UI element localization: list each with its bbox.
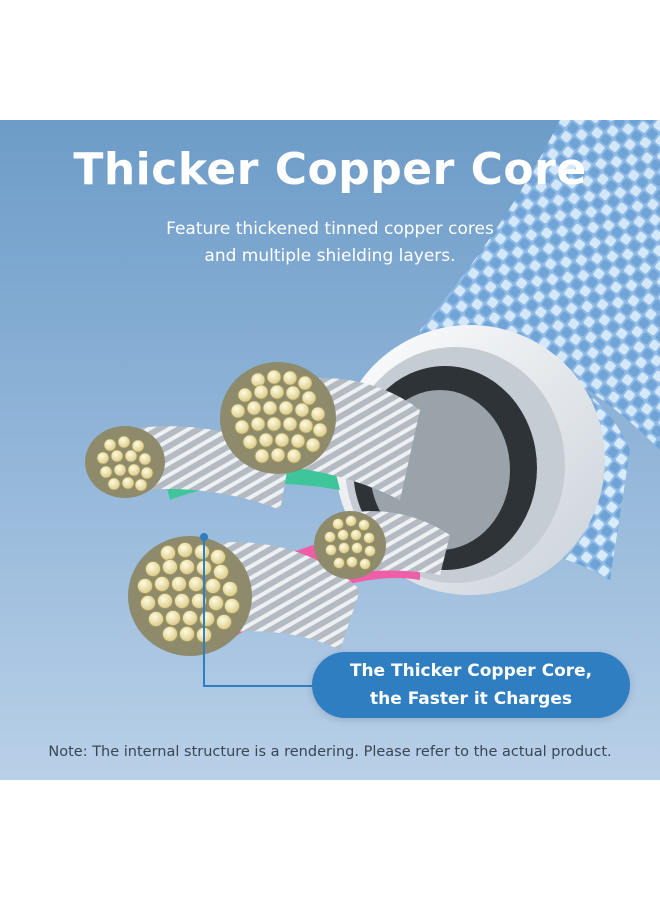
callout-line-1: The Thicker Copper Core, [349, 661, 593, 681]
disclaimer-note: Note: The internal structure is a render… [48, 744, 612, 760]
subtitle-line-1: Feature thickened tinned copper cores [166, 219, 494, 239]
copper-core-strand-illustration [85, 362, 386, 656]
headline-subtitle: Feature thickened tinned copper cores an… [0, 216, 660, 270]
product-banner: Thicker Copper Core Feature thickened ti… [0, 120, 660, 780]
callout-line-2: the Faster it Charges [370, 689, 572, 709]
subtitle-line-2: and multiple shielding layers. [204, 246, 456, 266]
braided-cable-illustration [85, 120, 660, 687]
headline-title: Thicker Copper Core [73, 144, 587, 195]
feature-callout: The Thicker Copper Core, the Faster it C… [312, 652, 630, 718]
